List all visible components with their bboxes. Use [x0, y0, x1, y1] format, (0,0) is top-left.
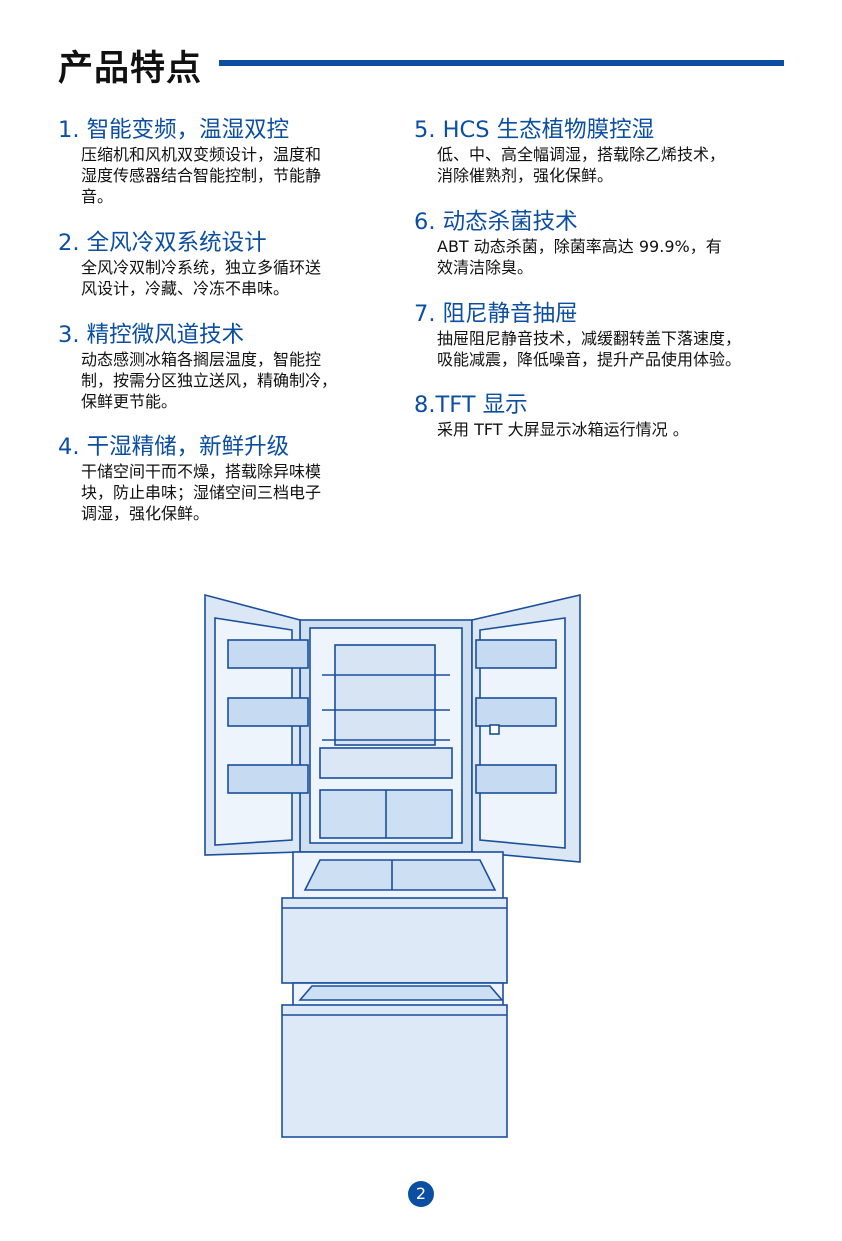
- feature-text: 音。: [81, 187, 114, 206]
- feature-heading: 7. 阻尼静音抽屉: [414, 301, 578, 327]
- feature-text: 调湿，强化保鲜。: [81, 504, 210, 523]
- feature-text: 采用 TFT 大屏显示冰箱运行情况 。: [437, 420, 689, 439]
- feature-text: ABT 动态杀菌，除菌率高达 99.9%，有: [437, 237, 722, 256]
- refrigerator-illustration: [204, 593, 581, 1138]
- feature-heading: 3. 精控微风道技术: [58, 322, 245, 348]
- feature-heading: 2. 全风冷双系统设计: [58, 230, 267, 256]
- feature-text: 压缩机和风机双变频设计，温度和: [81, 145, 322, 164]
- feature-text: 消除催熟剂，强化保鲜。: [437, 166, 614, 185]
- feature-7: 7. 阻尼静音抽屉 抽屉阻尼静音技术，减缓翻转盖下落速度， 吸能减震，降低噪音，提…: [414, 300, 741, 370]
- page-number-badge: 2: [408, 1181, 434, 1207]
- feature-2: 2. 全风冷双系统设计 全风冷双制冷系统，独立多循环送风设计，冷藏、冷冻不串味。: [58, 229, 321, 299]
- feature-text: 制，按需分区独立送风，精确制冷，: [81, 371, 338, 390]
- feature-heading: 8.TFT 显示: [414, 392, 528, 418]
- feature-1: 1. 智能变频，温湿双控 压缩机和风机双变频设计，温度和湿度传感器结合智能控制，…: [58, 116, 321, 207]
- feature-4: 4. 干湿精储，新鲜升级 干储空间干而不燥，搭载除异味模块，防止串味；湿储空间三…: [58, 433, 321, 524]
- feature-text: 全风冷双制冷系统，独立多循环送: [81, 258, 322, 277]
- feature-text: 动态感测冰箱各搁层温度，智能控: [81, 350, 322, 369]
- feature-8: 8.TFT 显示 采用 TFT 大屏显示冰箱运行情况 。: [414, 391, 689, 440]
- feature-text: 湿度传感器结合智能控制，节能静: [81, 166, 322, 185]
- feature-text: 低、中、高全幅调湿，搭载除乙烯技术，: [437, 145, 726, 164]
- feature-text: 保鲜更节能。: [81, 392, 178, 411]
- feature-text: 块，防止串味；湿储空间三档电子: [81, 483, 322, 502]
- feature-heading: 5. HCS 生态植物膜控湿: [414, 117, 655, 143]
- feature-5: 5. HCS 生态植物膜控湿 低、中、高全幅调湿，搭载除乙烯技术， 消除催熟剂，强…: [414, 116, 725, 186]
- feature-text: 风设计，冷藏、冷冻不串味。: [81, 279, 290, 298]
- feature-6: 6. 动态杀菌技术 ABT 动态杀菌，除菌率高达 99.9%，有效清洁除臭。: [414, 208, 722, 278]
- feature-text: 干储空间干而不燥，搭载除异味模: [81, 462, 322, 481]
- feature-heading: 6. 动态杀菌技术: [414, 209, 578, 235]
- feature-text: 抽屉阻尼静音技术，减缓翻转盖下落速度，: [437, 329, 742, 348]
- feature-heading: 1. 智能变频，温湿双控: [58, 117, 290, 143]
- feature-3: 3. 精控微风道技术 动态感测冰箱各搁层温度，智能控制，按需分区独立送风，精确制…: [58, 321, 337, 412]
- page-title: 产品特点: [58, 49, 203, 89]
- feature-text: 吸能减震，降低噪音，提升产品使用体验。: [437, 350, 742, 369]
- title-rule-divider: [219, 60, 784, 66]
- feature-text: 效清洁除臭。: [437, 258, 534, 277]
- feature-heading: 4. 干湿精储，新鲜升级: [58, 434, 290, 460]
